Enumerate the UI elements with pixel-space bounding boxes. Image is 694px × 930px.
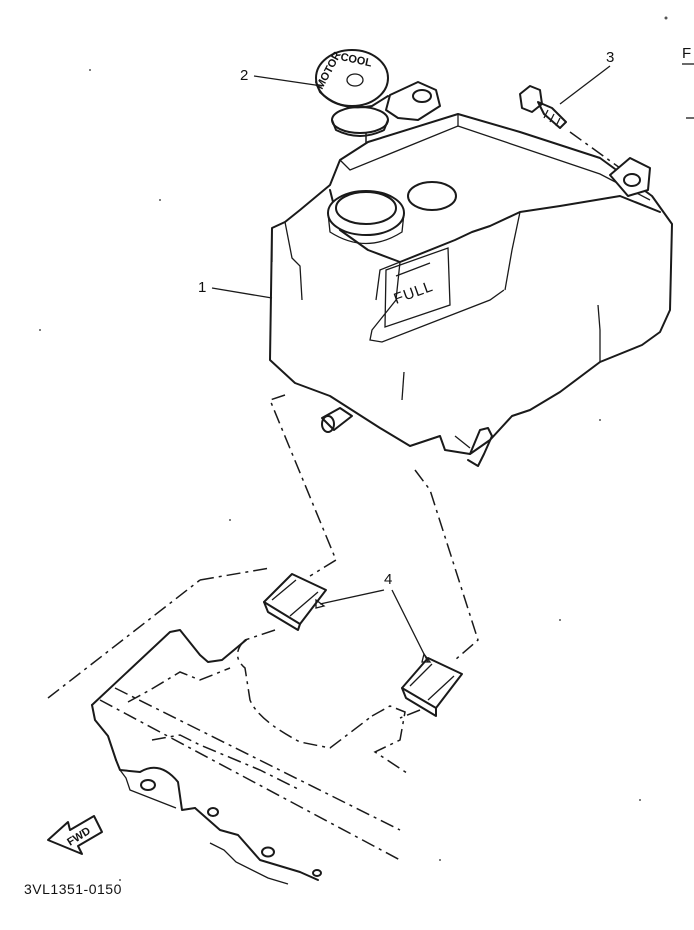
callout-3: 3 xyxy=(606,49,614,66)
scan-specks xyxy=(39,16,668,881)
damper-lower xyxy=(401,657,463,717)
tank-cap: MOTOR COOL xyxy=(314,49,441,137)
diagram-code: 3VL1351-0150 xyxy=(24,881,122,897)
callout-1: 1 xyxy=(198,279,206,296)
forward-arrow-icon: FWD xyxy=(47,815,103,855)
bolt xyxy=(519,85,567,129)
damper-upper xyxy=(263,573,327,631)
coolant-tank: FULL xyxy=(269,113,673,467)
frame-bracket xyxy=(47,567,411,885)
callout-4: 4 xyxy=(384,571,392,588)
callout-2: 2 xyxy=(240,67,248,84)
callouts: 1 2 3 4 F xyxy=(198,45,694,663)
callout-edge-f: F xyxy=(682,45,691,62)
